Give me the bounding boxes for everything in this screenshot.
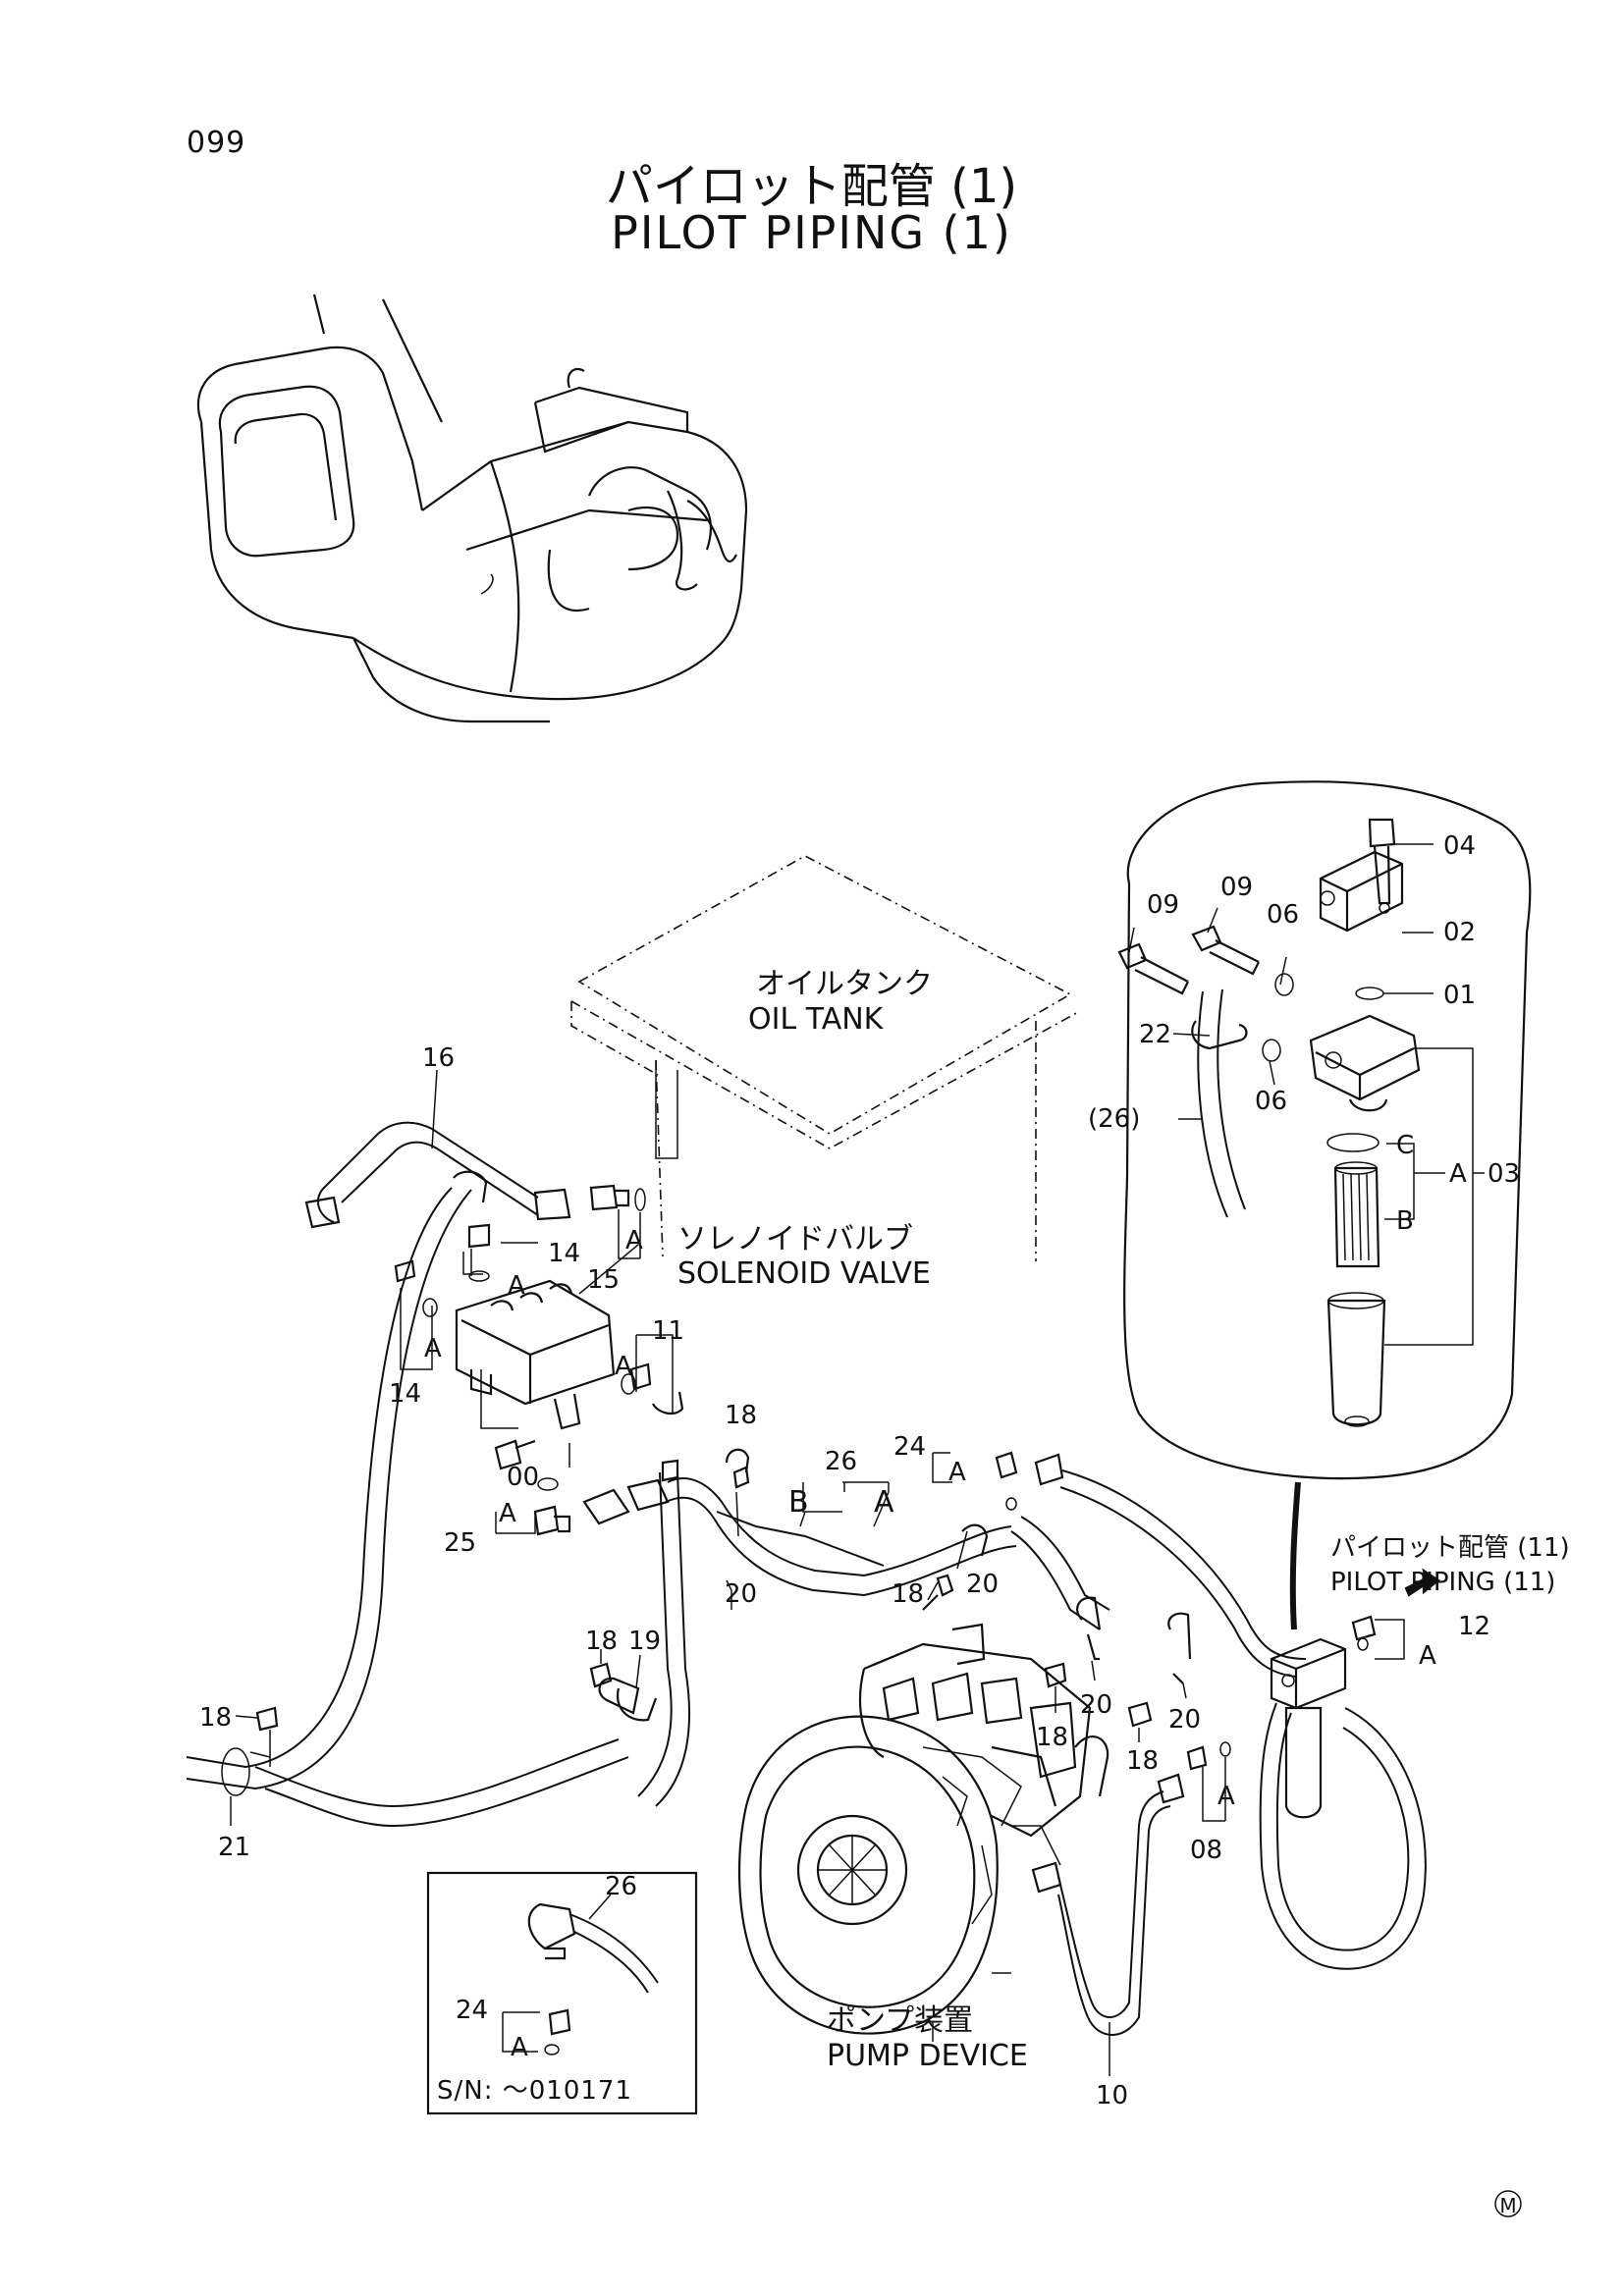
pump-device-label-en: PUMP DEVICE xyxy=(827,2039,1028,2073)
page-title-japanese: パイロット配管 (1) xyxy=(605,159,1018,214)
part-18-center: 18 xyxy=(725,1401,757,1430)
part-12-group-A: A xyxy=(1419,1641,1436,1671)
part-09-right: 09 xyxy=(1220,873,1253,902)
part-11-group-A: A xyxy=(615,1352,632,1381)
fittings-24-upper xyxy=(932,1451,1307,1678)
oil-tank-label-en: OIL TANK xyxy=(748,1002,885,1037)
footer-mark: M xyxy=(1499,2194,1516,2217)
part-14-left: 14 xyxy=(389,1379,421,1409)
serial-inset-box xyxy=(426,1871,698,2115)
part-06-lower: 06 xyxy=(1255,1087,1287,1116)
part-21: 21 xyxy=(218,1833,250,1862)
inset-part-24: 24 xyxy=(456,1996,488,2025)
part-02: 02 xyxy=(1443,918,1476,947)
part-26-center: 26 xyxy=(825,1447,857,1476)
inset-part-26: 26 xyxy=(605,1872,637,1901)
part-16: 16 xyxy=(422,1043,455,1073)
part-15-group-A: A xyxy=(625,1226,643,1255)
footer-mark-circle xyxy=(1494,2190,1522,2217)
pilot-hose-left-loop xyxy=(186,1170,629,1828)
part-22: 22 xyxy=(1139,1020,1171,1049)
part-15: 15 xyxy=(587,1265,620,1295)
hose-16-assembly xyxy=(304,1069,646,1259)
part-C: C xyxy=(1396,1131,1414,1160)
solenoid-valve-assembly xyxy=(394,1223,684,1536)
part-20-right-a: 20 xyxy=(1080,1690,1112,1720)
part-18-right-b: 18 xyxy=(1126,1746,1159,1776)
part-20-mid: 20 xyxy=(966,1570,999,1599)
part-14-upper: 14 xyxy=(548,1239,580,1268)
part-18-right-a: 18 xyxy=(1036,1723,1068,1752)
part-19: 19 xyxy=(628,1627,661,1656)
clamps-left xyxy=(230,1649,658,1826)
part-24-group-A: A xyxy=(948,1458,966,1487)
pilot-filter-detail xyxy=(1117,780,1532,1480)
part-20-right-b: 20 xyxy=(1168,1705,1201,1735)
pilot-piping-11-ref-jp: パイロット配管 (11) xyxy=(1330,1533,1570,1563)
solenoid-valve-label-jp: ソレノイドバルブ xyxy=(677,1222,913,1256)
part-08: 08 xyxy=(1190,1836,1222,1865)
part-03: 03 xyxy=(1488,1159,1520,1189)
part-18-far-left: 18 xyxy=(199,1703,232,1733)
part-26-group-B: B xyxy=(788,1485,809,1520)
part-09-left: 09 xyxy=(1147,890,1179,920)
part-26-reference: (26) xyxy=(1088,1104,1140,1134)
part-14-upper-group-A: A xyxy=(508,1271,525,1301)
part-26-group-A: A xyxy=(874,1485,894,1520)
part-03-group-A: A xyxy=(1449,1159,1467,1189)
inset-part-24-group-A: A xyxy=(511,2033,528,2062)
part-11: 11 xyxy=(652,1316,684,1346)
part-24-center: 24 xyxy=(893,1432,926,1462)
pilot-filter-installed xyxy=(1259,1481,1440,1970)
part-14-left-group-A: A xyxy=(424,1334,442,1363)
oil-tank-outline xyxy=(570,855,1081,1261)
part-00: 00 xyxy=(507,1463,539,1492)
part-25-group-A: A xyxy=(499,1499,516,1528)
part-12: 12 xyxy=(1458,1612,1490,1641)
hose-10-assembly xyxy=(1031,1773,1185,2076)
part-06-upper: 06 xyxy=(1267,900,1299,930)
part-08-group-A: A xyxy=(1217,1782,1235,1811)
pilot-piping-11-ref-en: PILOT PIPING (11) xyxy=(1330,1568,1555,1597)
pump-device-illustration xyxy=(737,1623,1109,2042)
page-title-english: PILOT PIPING (1) xyxy=(611,206,1012,259)
excavator-overview-illustration xyxy=(196,294,748,723)
part-04: 04 xyxy=(1443,831,1476,861)
part-20-center: 20 xyxy=(725,1579,757,1609)
inset-serial-range: S/N: ～010171 xyxy=(437,2076,632,2106)
part-B: B xyxy=(1396,1206,1414,1236)
part-10: 10 xyxy=(1096,2081,1128,2110)
part-25: 25 xyxy=(444,1528,476,1558)
pump-device-label-jp: ポンプ装置 xyxy=(827,2003,973,2038)
solenoid-valve-label-en: SOLENOID VALVE xyxy=(677,1256,931,1291)
part-18-mid: 18 xyxy=(892,1579,924,1609)
part-01: 01 xyxy=(1443,981,1476,1010)
oil-tank-label-jp: オイルタンク xyxy=(756,967,933,1001)
page-number: 099 xyxy=(187,126,246,160)
clamps-right xyxy=(1044,1596,1231,1822)
part-18-lower-left: 18 xyxy=(585,1627,618,1656)
hose-26-assembly xyxy=(582,1448,1017,1807)
